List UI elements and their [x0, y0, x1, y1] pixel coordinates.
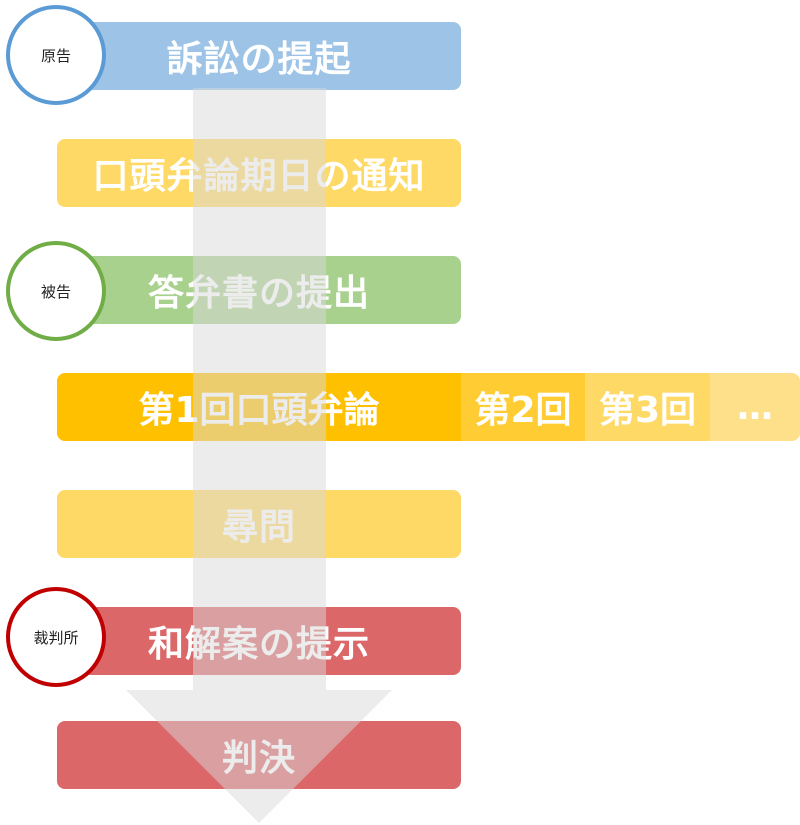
step-first-oral-argument: 第1回口頭弁論	[57, 373, 461, 441]
step-answer-submission: 答弁書の提出	[57, 256, 461, 324]
actor-plaintiff: 原告	[6, 5, 106, 105]
step-label: 答弁書の提出	[147, 273, 370, 314]
actor-label: 裁判所	[33, 628, 79, 647]
session-label: …	[737, 386, 773, 428]
session-label: 第2回	[474, 390, 572, 431]
actor-label: 被告	[40, 282, 71, 301]
actor-defendant: 被告	[6, 241, 106, 341]
step-lawsuit-filing: 訴訟の提起	[57, 22, 461, 90]
step-third-session: 第3回	[585, 373, 710, 441]
step-label: 判決	[221, 738, 296, 779]
step-examination: 尋問	[57, 490, 461, 558]
step-label: 第1回口頭弁論	[138, 390, 380, 431]
step-label: 和解案の提示	[147, 624, 370, 665]
actor-label: 原告	[40, 46, 71, 65]
step-settlement-proposal: 和解案の提示	[57, 607, 461, 675]
step-label: 口頭弁論期日の通知	[92, 156, 426, 197]
session-label: 第3回	[598, 390, 697, 431]
actor-court: 裁判所	[6, 587, 106, 687]
step-hearing-notice: 口頭弁論期日の通知	[57, 139, 461, 207]
step-judgment: 判決	[57, 721, 461, 789]
step-label: 訴訟の提起	[166, 39, 352, 80]
step-second-session: 第2回	[461, 373, 585, 441]
step-label: 尋問	[221, 507, 296, 548]
step-more-sessions: …	[710, 373, 800, 441]
